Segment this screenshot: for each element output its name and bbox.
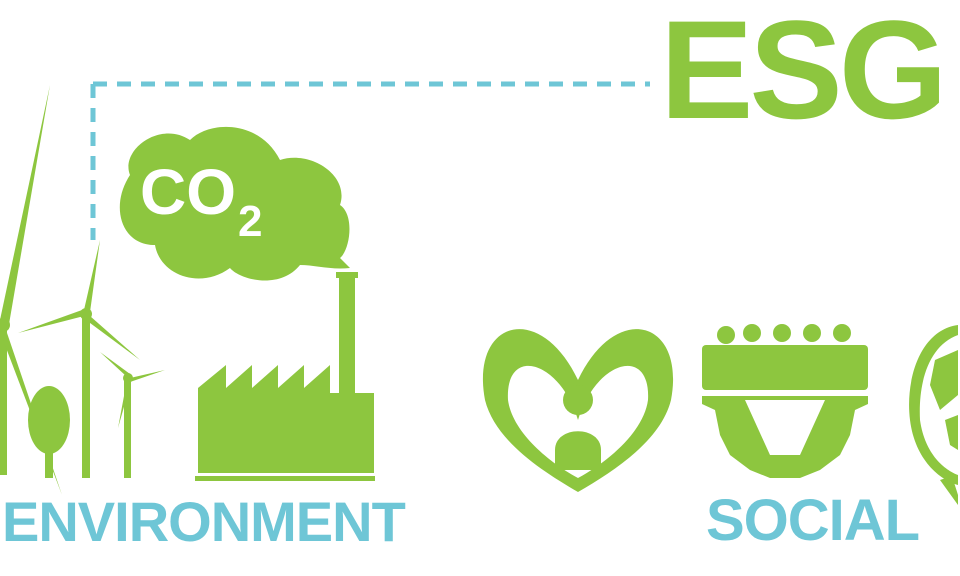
co2-label: CO2 <box>140 160 262 244</box>
social-label: SOCIAL <box>706 488 920 553</box>
environment-label: ENVIRONMENT <box>2 490 406 553</box>
heart-person-icon <box>482 329 674 492</box>
globe-icon <box>909 325 958 505</box>
co2-cloud-icon <box>119 126 350 281</box>
tree-icon <box>28 386 70 478</box>
esg-title: ESG <box>660 0 948 148</box>
team-gear-icon <box>702 324 868 478</box>
co2-subscript: 2 <box>238 197 263 246</box>
factory-icon <box>195 272 375 481</box>
co2-main: CO <box>140 156 236 228</box>
dashed-connector <box>90 81 650 240</box>
